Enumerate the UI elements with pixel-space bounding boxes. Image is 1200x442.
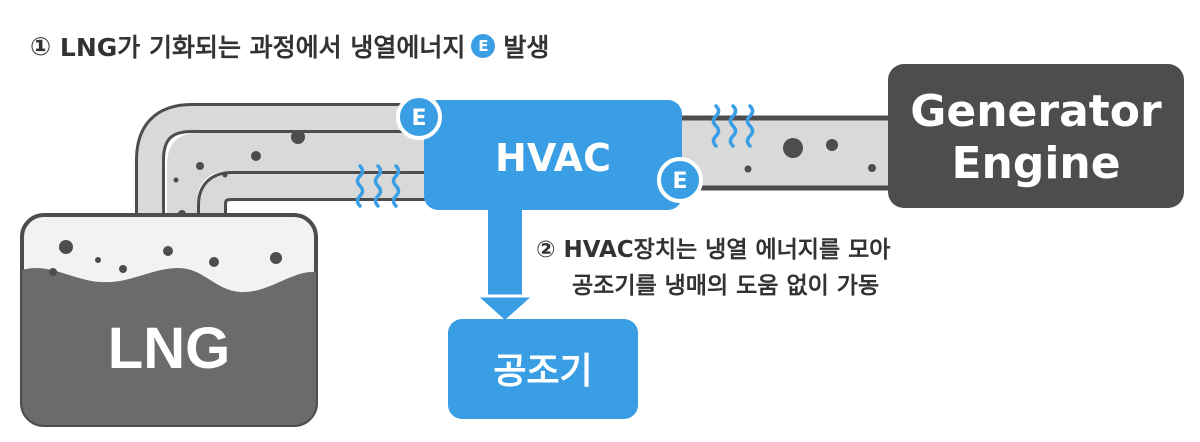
bubble: [173, 177, 179, 183]
hvac-box: HVAC: [424, 100, 682, 210]
bubble: [196, 162, 204, 170]
generator-label-line-1: Generator: [910, 86, 1162, 137]
generator-engine-box: Generator Engine: [888, 64, 1184, 208]
air-handler-label: 공조기: [493, 351, 592, 392]
bubble: [209, 257, 219, 267]
vapor-bubbles-right: [744, 138, 876, 173]
caption-1-number: ①: [30, 31, 52, 61]
lng-tank: LNG: [20, 213, 318, 427]
caption-1-text: LNG가 기화되는 과정에서 냉열에너지: [59, 33, 466, 62]
bubble: [291, 130, 305, 144]
bubble: [251, 151, 261, 161]
bubble: [163, 246, 173, 256]
heat-wave-right-icon: [711, 104, 755, 148]
energy-e-icon: E: [411, 106, 426, 131]
bubble: [119, 265, 127, 273]
heat-wave-left-icon: [355, 164, 401, 208]
bubble: [826, 139, 838, 151]
bubble: [744, 165, 752, 173]
generator-label-line-2: Engine: [951, 138, 1120, 189]
bubble: [270, 252, 282, 264]
hvac-label: HVAC: [495, 136, 611, 180]
air-handler-box: 공조기: [448, 319, 638, 419]
energy-e-icon: E: [672, 169, 687, 194]
caption-2-line-2: 공조기를 냉매의 도움 없이 가동: [572, 273, 880, 299]
bubble: [868, 164, 876, 172]
energy-badge-icon: E: [471, 34, 496, 58]
pipe-outer: [135, 103, 432, 225]
bubble: [222, 172, 228, 178]
bubble: [59, 240, 73, 254]
energy-badge-hvac-right: E: [657, 157, 703, 203]
caption-2-line-1: HVAC장치는 냉열 에너지를 모아: [563, 237, 891, 263]
energy-badge-hvac-top: E: [396, 94, 442, 140]
caption-1-text-after: 발생: [503, 33, 550, 62]
lng-label: LNG: [108, 316, 230, 381]
flow-arrow: [474, 200, 536, 324]
bubble: [783, 138, 803, 158]
caption-step-2: ② HVAC장치는 냉열 에너지를 모아 공조기를 냉매의 도움 없이 가동: [536, 232, 890, 304]
pipe-inner: [197, 171, 432, 225]
bubble: [95, 257, 101, 263]
pipe-gap-fill: [167, 133, 432, 225]
bubble: [49, 268, 57, 276]
caption-2-number: ②: [536, 237, 556, 263]
